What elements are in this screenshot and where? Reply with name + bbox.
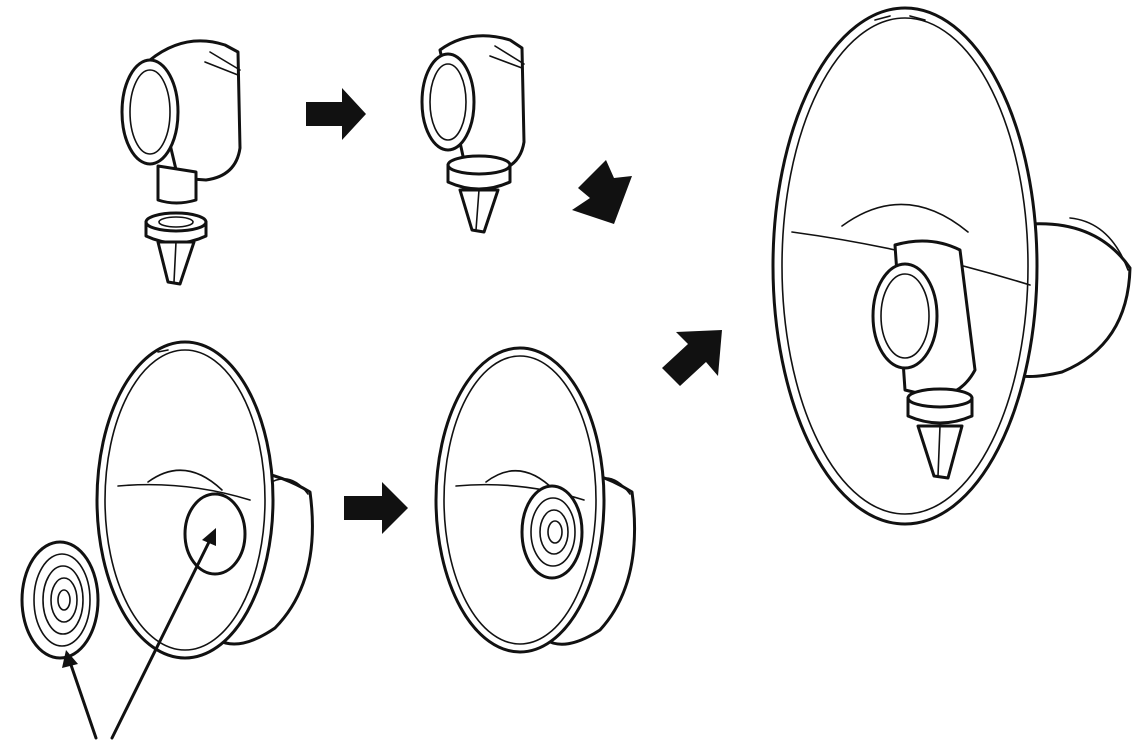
assembled-breast-shield bbox=[773, 8, 1130, 524]
backflow-membrane bbox=[22, 542, 98, 658]
flange-separated bbox=[97, 342, 312, 658]
flow-arrow-right-top bbox=[306, 88, 366, 140]
flow-arrow-up-right bbox=[662, 330, 722, 386]
flange-with-membrane bbox=[436, 348, 635, 652]
flow-arrow-down-right bbox=[572, 160, 632, 224]
valve-connector-attached bbox=[422, 36, 524, 232]
duckbill-valve-separated bbox=[146, 213, 206, 284]
valve-connector-separated bbox=[122, 41, 240, 203]
flow-arrow-right-bottom bbox=[344, 482, 408, 534]
